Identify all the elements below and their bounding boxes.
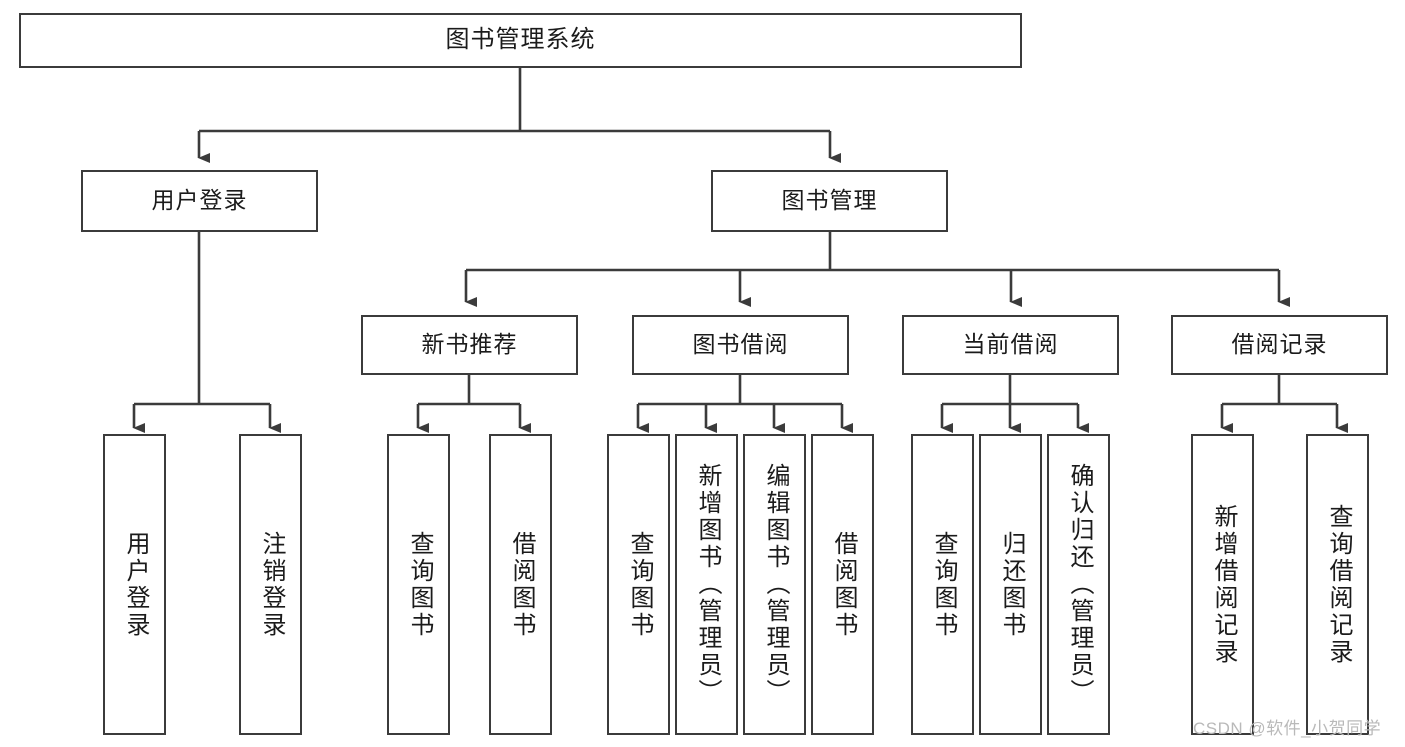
leaf-query-book-borrow[interactable]: 查询图书	[607, 434, 670, 735]
node-label: 借阅图书	[507, 530, 535, 639]
node-current-borrow[interactable]: 当前借阅	[902, 315, 1119, 375]
node-label: 用户登录	[151, 187, 248, 214]
node-user-login[interactable]: 用户登录	[81, 170, 318, 232]
node-label: 当前借阅	[962, 331, 1059, 358]
node-label: 图书借阅	[692, 331, 789, 358]
leaf-user-login[interactable]: 用户登录	[103, 434, 166, 735]
leaf-query-book-current[interactable]: 查询图书	[911, 434, 974, 735]
leaf-borrow-book-recommend[interactable]: 借阅图书	[489, 434, 552, 735]
leaf-query-borrow-record[interactable]: 查询借阅记录	[1306, 434, 1369, 735]
leaf-logout[interactable]: 注销登录	[239, 434, 302, 735]
leaf-edit-book-admin[interactable]: 编辑图书（管理员）	[743, 434, 806, 735]
node-label: 新增借阅记录	[1209, 503, 1237, 666]
node-book-management[interactable]: 图书管理	[711, 170, 948, 232]
node-label: 新书推荐	[421, 331, 518, 358]
leaf-return-book[interactable]: 归还图书	[979, 434, 1042, 735]
node-label: 注销登录	[257, 530, 285, 639]
node-label: 查询图书	[405, 530, 433, 639]
node-label: 图书管理系统	[445, 26, 596, 54]
node-label: 查询借阅记录	[1324, 503, 1352, 666]
node-label: 归还图书	[997, 530, 1025, 639]
leaf-add-borrow-record[interactable]: 新增借阅记录	[1191, 434, 1254, 735]
node-label: 新增图书（管理员）	[693, 463, 721, 706]
node-new-book-recommend[interactable]: 新书推荐	[361, 315, 578, 375]
node-label: 借阅图书	[829, 530, 857, 639]
node-root-system[interactable]: 图书管理系统	[19, 13, 1022, 68]
node-label: 查询图书	[929, 530, 957, 639]
leaf-borrow-book[interactable]: 借阅图书	[811, 434, 874, 735]
node-label: 借阅记录	[1231, 331, 1328, 358]
node-label: 确认归还（管理员）	[1065, 463, 1093, 706]
node-borrow-record[interactable]: 借阅记录	[1171, 315, 1388, 375]
node-label: 查询图书	[625, 530, 653, 639]
node-label: 编辑图书（管理员）	[761, 463, 789, 706]
node-label: 图书管理	[781, 187, 878, 214]
leaf-query-book-recommend[interactable]: 查询图书	[387, 434, 450, 735]
csdn-watermark: CSDN @软件_小贺同学	[1193, 719, 1382, 738]
leaf-confirm-return-admin[interactable]: 确认归还（管理员）	[1047, 434, 1110, 735]
node-book-borrow[interactable]: 图书借阅	[632, 315, 849, 375]
leaf-add-book-admin[interactable]: 新增图书（管理员）	[675, 434, 738, 735]
node-label: 用户登录	[121, 530, 149, 639]
